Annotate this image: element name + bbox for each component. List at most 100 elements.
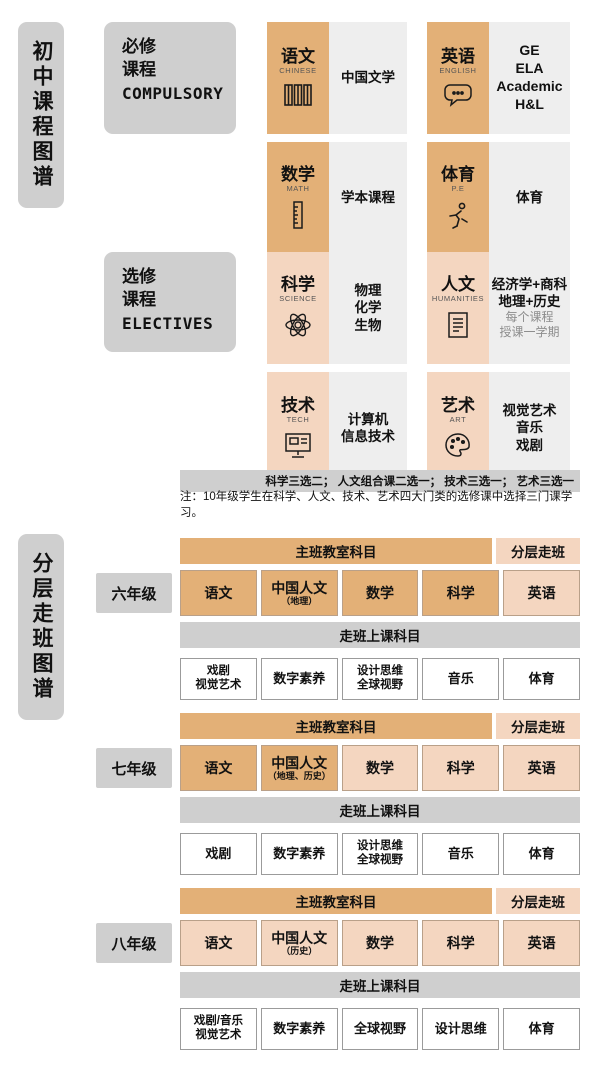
section-label-tiered-rotation: 分层走班图谱	[18, 534, 64, 720]
subject-name-en-humanities: HUMANITIES	[431, 293, 485, 303]
grade-7-main-cell-4-name: 科学	[446, 759, 475, 776]
subject-card-pe: 体育 P.E 体育	[427, 142, 570, 254]
subject-card-art: 艺术 ART 视觉艺术 音乐 戏剧	[427, 372, 570, 484]
grade-8-main-cell-4-name: 科学	[446, 934, 475, 951]
grade-6-rotation-cell-1: 戏剧 视觉艺术	[180, 658, 257, 700]
grade-7-rotation-cell-4: 音乐	[422, 833, 500, 875]
category-electives-cn-2: 课程	[122, 289, 156, 309]
grade-8-rotation-header: 走班上课科目	[180, 972, 580, 998]
grade-8-main-cell-5: 英语	[503, 920, 580, 966]
ruler-icon	[290, 200, 306, 230]
grade-6-main-cell-1: 语文	[180, 570, 257, 616]
grade-7-main-cell-5-name: 英语	[527, 759, 556, 776]
subject-name-pe: 体育	[441, 164, 475, 184]
subject-name-en-science: SCIENCE	[279, 293, 317, 303]
atom-icon	[283, 310, 313, 340]
subject-name-science: 科学	[281, 274, 315, 294]
grade-6-header-row: 主班教室科目 分层走班	[180, 538, 580, 564]
grade-6-main-cell-1-name: 语文	[204, 584, 233, 601]
subject-name-en-math: MATH	[286, 183, 310, 193]
subject-name-en-english: ENGLISH	[439, 65, 477, 75]
category-compulsory: 必修 课程 COMPULSORY	[104, 22, 236, 134]
grade-8-main-cell-4: 科学	[422, 920, 500, 966]
category-electives-cn-1: 选修	[122, 267, 156, 286]
grade-8-header-row: 主班教室科目 分层走班	[180, 888, 580, 914]
grade-7-rotation-cell-1: 戏剧	[180, 833, 257, 875]
grade-6-rotation-cell-4: 音乐	[422, 658, 500, 700]
category-electives-en: ELECTIVES	[122, 313, 214, 333]
grade-8-main-cell-2-name: 中国人文	[271, 929, 328, 946]
grade-8-rotation-cell-5: 体育	[503, 1008, 580, 1050]
grade-7-main-cell-4: 科学	[422, 745, 500, 791]
grade-7-main-cell-3: 数学	[341, 745, 419, 791]
grade-6-main-cell-4: 科学	[422, 570, 500, 616]
subject-name-humanities: 人文	[441, 274, 475, 294]
subject-content-art: 视觉艺术 音乐 戏剧	[489, 372, 570, 484]
subject-content-pe: 体育	[489, 142, 570, 254]
grade-8-rotation-cell-4: 设计思维	[422, 1008, 500, 1050]
subject-card-art-head: 艺术 ART	[427, 372, 489, 484]
section-label-junior-high: 初中课程图谱	[18, 22, 64, 208]
subject-card-pe-head: 体育 P.E	[427, 142, 489, 254]
category-compulsory-cn-1: 必修	[122, 37, 156, 56]
subject-card-math: 数学 MATH 学本课程	[267, 142, 407, 254]
grade-8-main-row: 语文 中国人文 （历史） 数学 科学 英语	[180, 920, 580, 966]
grade-7-main-cell-2-name: 中国人文	[271, 754, 328, 771]
subject-name-en-tech: TECH	[286, 414, 310, 424]
grade-8-rotation-cell-2: 数字素养	[260, 1008, 338, 1050]
subject-content-humanities-sub: 每个课程 授课一学期	[499, 310, 560, 340]
grade-8-split-header: 分层走班	[496, 888, 580, 914]
subject-name-chinese: 语文	[281, 46, 315, 66]
grade-8-main-cell-2-note: （历史）	[281, 945, 318, 956]
grade-6-main-cell-2-note: （地理）	[281, 595, 318, 606]
subject-content-english: GE ELA Academic H&L	[489, 22, 570, 134]
grade-6-rotation-cell-5: 体育	[503, 658, 580, 700]
subject-card-math-head: 数学 MATH	[267, 142, 329, 254]
grade-6-main-cell-4-name: 科学	[446, 584, 475, 601]
subject-card-tech-head: 技术 TECH	[267, 372, 329, 484]
grade-8-rotation-row: 戏剧/音乐 视觉艺术 数字素养 全球视野 设计思维 体育	[180, 1008, 580, 1050]
grade-6-split-header: 分层走班	[496, 538, 580, 564]
grade-6-main-cell-5: 英语	[503, 570, 580, 616]
grade-6-main-cell-3: 数学	[341, 570, 419, 616]
grade-7-main-cell-1: 语文	[180, 745, 257, 791]
subject-name-en-art: ART	[449, 414, 467, 424]
grade-7-main-cell-5: 英语	[503, 745, 580, 791]
subject-card-humanities-head: 人文 HUMANITIES	[427, 252, 489, 364]
grade-8-main-cell-3-name: 数学	[365, 934, 394, 951]
subject-content-chinese: 中国文学	[329, 22, 407, 134]
category-electives: 选修 课程 ELECTIVES	[104, 252, 236, 352]
grade-6-rotation-cell-2: 数字素养	[260, 658, 338, 700]
grade-7-rotation-cell-3: 设计思维 全球视野	[341, 833, 419, 875]
grade-7-header-row: 主班教室科目 分层走班	[180, 713, 580, 739]
grade-8-main-cell-5-name: 英语	[527, 934, 556, 951]
books-icon	[283, 82, 313, 108]
subject-card-science-head: 科学 SCIENCE	[267, 252, 329, 364]
subject-name-art: 艺术	[441, 395, 475, 415]
grade-7-split-header: 分层走班	[496, 713, 580, 739]
grade-7-rotation-row: 戏剧 数字素养 设计思维 全球视野 音乐 体育	[180, 833, 580, 875]
grade-7-rotation-cell-2: 数字素养	[260, 833, 338, 875]
palette-icon	[443, 431, 473, 459]
grade-6-main-cell-2-name: 中国人文	[271, 579, 328, 596]
elective-rule-note: 科学三选二； 人文组合课二选一； 技术三选一； 艺术三选一	[180, 470, 580, 492]
subject-card-science: 科学 SCIENCE 物理 化学 生物	[267, 252, 407, 364]
grade-8-main-cell-2: 中国人文 （历史）	[260, 920, 338, 966]
speech-bubble-icon	[442, 82, 474, 108]
grade-6-rotation-header: 走班上课科目	[180, 622, 580, 648]
subject-content-humanities-main: 经济学+商科 地理+历史	[491, 276, 568, 309]
grade-label-6: 六年级	[96, 573, 172, 613]
subject-card-humanities: 人文 HUMANITIES 经济学+商科 地理+历史 每个课程 授课一学期	[427, 252, 570, 364]
subject-name-tech: 技术	[281, 395, 315, 415]
grade-7-rotation-header: 走班上课科目	[180, 797, 580, 823]
subject-content-tech: 计算机 信息技术	[329, 372, 407, 484]
grade-8-main-cell-3: 数学	[341, 920, 419, 966]
runner-icon	[443, 200, 473, 230]
subject-name-en-pe: P.E	[451, 183, 465, 193]
grade-7-main-row: 语文 中国人文 （地理、历史） 数学 科学 英语	[180, 745, 580, 791]
scroll-icon	[445, 310, 471, 340]
category-compulsory-en: COMPULSORY	[122, 83, 224, 103]
grade-6-main-header: 主班教室科目	[180, 538, 492, 564]
grade-8-main-header: 主班教室科目	[180, 888, 492, 914]
